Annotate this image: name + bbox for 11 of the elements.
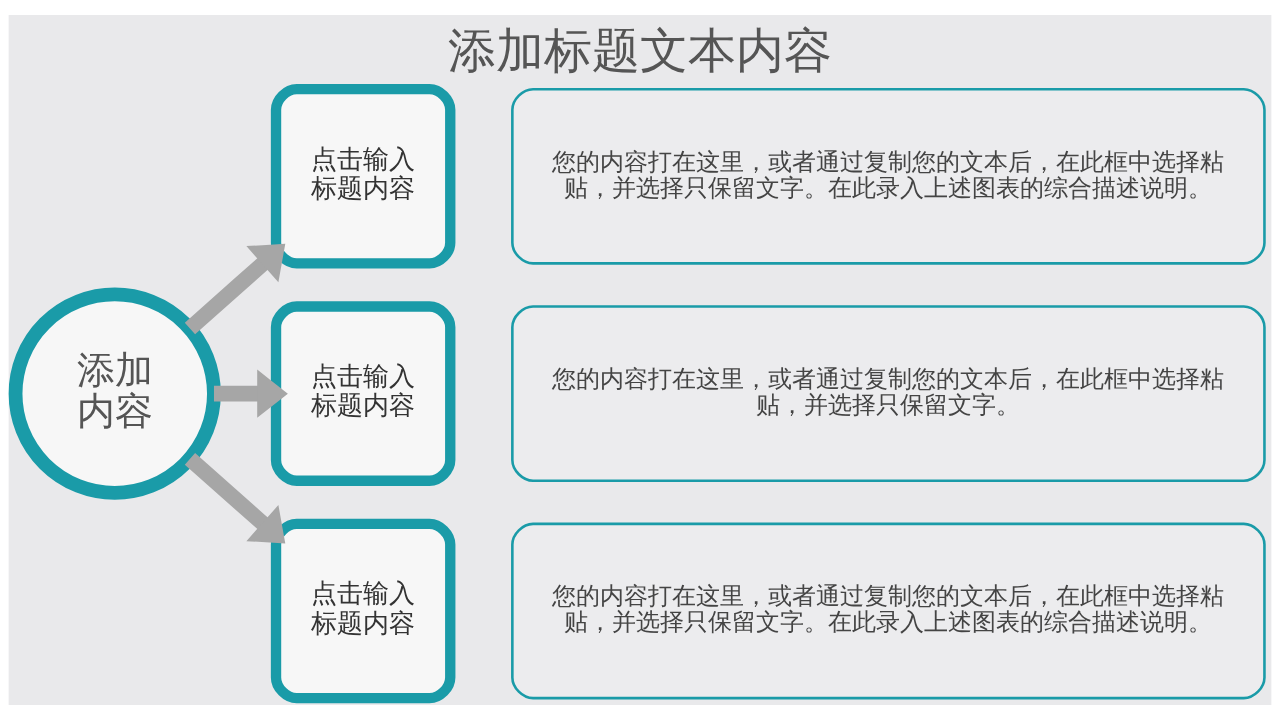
arrow (184, 453, 286, 544)
arrow (214, 369, 288, 418)
node-box: 点击输入标题内容 (270, 301, 456, 486)
node-box: 您的内容打在这里，或者通过复制您的文本后，在此框中选择粘贴，并选择只保留文字。在此录入上述图表的综合描述说明。 (511, 522, 1266, 700)
node-box: 点击输入标题内容 (270, 518, 456, 704)
node-circle: 添加内容 (8, 287, 221, 500)
node-box: 您的内容打在这里，或者通过复制您的文本后，在此框中选择粘贴，并选择只保留文字。在此录入上述图表的综合描述说明。 (511, 87, 1266, 265)
diagram-title: 添加标题文本内容 (448, 22, 832, 79)
node-box: 您的内容打在这里，或者通过复制您的文本后，在此框中选择粘贴，并选择只保留文字。 (511, 305, 1266, 483)
arrow (184, 243, 286, 335)
node-box: 点击输入标题内容 (270, 84, 456, 269)
